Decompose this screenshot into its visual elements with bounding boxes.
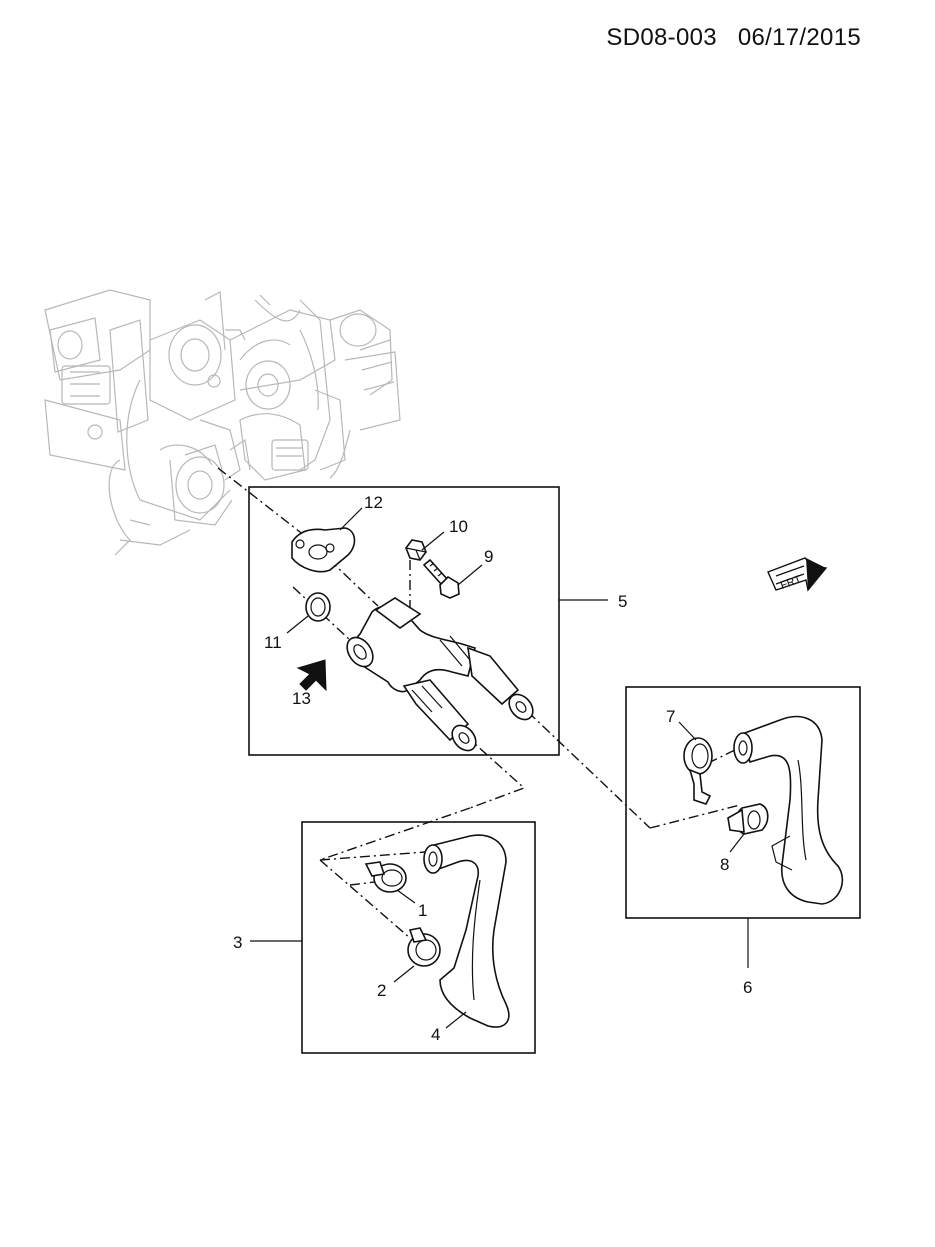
callout-3: 3 bbox=[233, 933, 242, 952]
callout-4: 4 bbox=[431, 1025, 440, 1044]
callout-1: 1 bbox=[418, 901, 427, 920]
callout-7: 7 bbox=[666, 707, 675, 726]
gasket-12 bbox=[291, 527, 356, 573]
hose-6 bbox=[733, 715, 844, 905]
drawing-code: SD08-003 bbox=[606, 24, 717, 51]
drawing-header: SD08-003 06/17/2015 bbox=[592, 24, 861, 52]
clamp-2 bbox=[407, 927, 441, 967]
clamp-1 bbox=[364, 861, 407, 893]
leader-1 bbox=[396, 889, 416, 904]
leader-12 bbox=[339, 507, 363, 531]
leader-9 bbox=[457, 564, 483, 586]
direction-arrow-13 bbox=[296, 659, 327, 692]
leader-2 bbox=[393, 965, 415, 983]
callout-6: 6 bbox=[743, 978, 752, 997]
callout-10: 10 bbox=[449, 517, 468, 536]
callout-2: 2 bbox=[377, 981, 386, 1000]
engine-background bbox=[44, 289, 401, 556]
nut-10 bbox=[405, 539, 427, 561]
callout-12: 12 bbox=[364, 493, 383, 512]
assembly-box-5 bbox=[248, 486, 560, 756]
o-ring-11 bbox=[305, 592, 331, 622]
callout-11: 11 bbox=[264, 633, 282, 652]
assembly-box-3 bbox=[301, 821, 536, 1054]
assembly-box-6 bbox=[625, 686, 861, 919]
hose-4 bbox=[423, 834, 510, 1028]
clamp-8 bbox=[727, 803, 769, 835]
drawing-date: 06/17/2015 bbox=[737, 24, 861, 51]
leader-11 bbox=[286, 615, 309, 634]
bolt-9 bbox=[422, 558, 460, 599]
clamp-7 bbox=[683, 737, 713, 805]
leader-10 bbox=[421, 531, 445, 551]
callout-13: 13 bbox=[292, 689, 311, 708]
leader-4 bbox=[445, 1011, 467, 1029]
callout-8: 8 bbox=[720, 855, 729, 874]
leader-8 bbox=[729, 833, 745, 853]
front-marker: FRT bbox=[767, 557, 828, 592]
water-pipe-y bbox=[346, 597, 534, 752]
callout-5: 5 bbox=[618, 592, 627, 611]
callout-9: 9 bbox=[484, 547, 493, 566]
leader-7 bbox=[678, 721, 697, 741]
